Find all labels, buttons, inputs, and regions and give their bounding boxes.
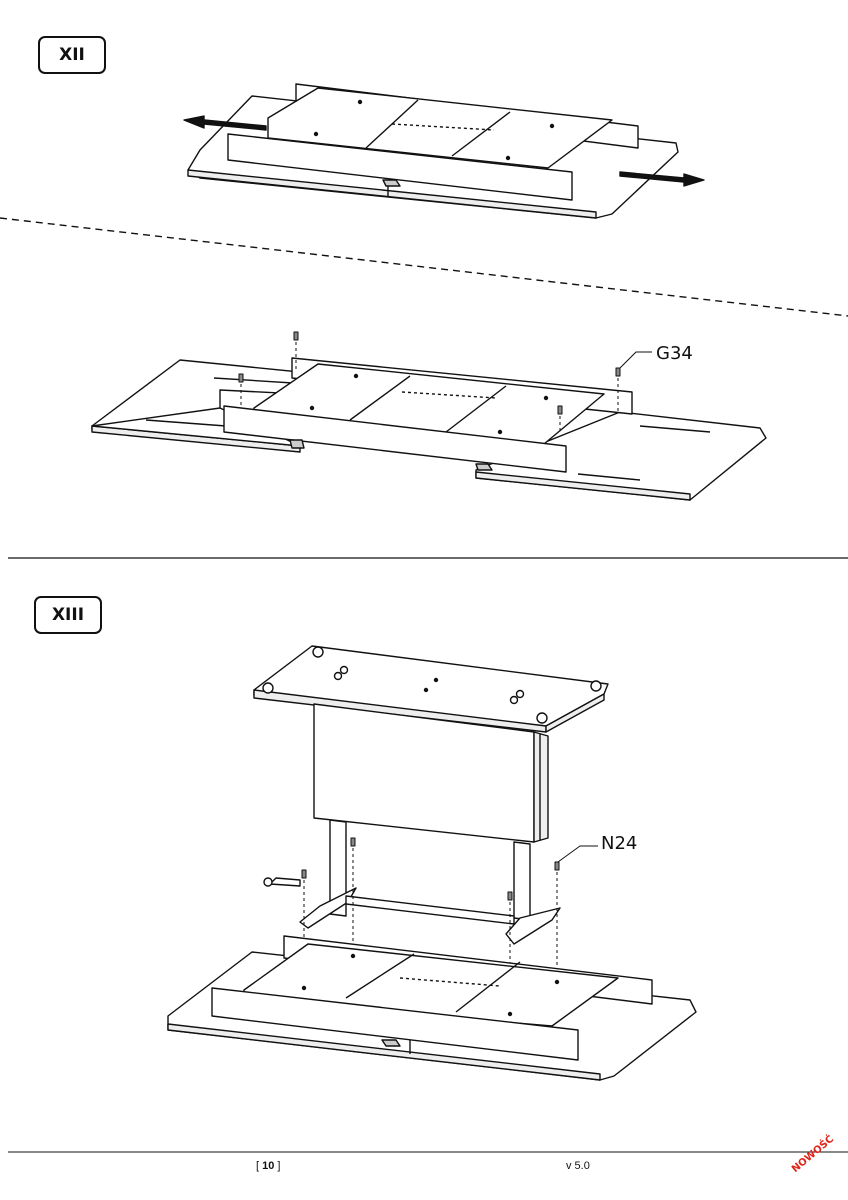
page-number-value: 10	[262, 1160, 275, 1172]
page-number: [ 10 ]	[256, 1160, 281, 1172]
dashed-separator	[0, 217, 848, 317]
step-xii-badge: XII	[38, 36, 106, 74]
page-bracket-close: ]	[274, 1160, 281, 1172]
version-label: v 5.0	[566, 1160, 590, 1172]
g34-screws	[238, 331, 652, 432]
pull-arrow-right	[619, 171, 705, 187]
xii-frame-extended	[223, 357, 633, 473]
n24-part-label: N24	[601, 833, 638, 854]
page-bracket-open: [	[256, 1160, 263, 1172]
xiii-frame	[211, 935, 653, 1061]
xiii-lift-column	[313, 703, 549, 843]
pull-arrow-left	[183, 115, 267, 131]
xii-table-extended	[91, 359, 767, 501]
xiii-base-top	[253, 645, 609, 733]
g34-part-label: G34	[656, 343, 693, 364]
xii-frame	[227, 83, 639, 201]
xiii-legs	[263, 819, 561, 945]
step-xiii-badge: XIII	[34, 596, 102, 634]
